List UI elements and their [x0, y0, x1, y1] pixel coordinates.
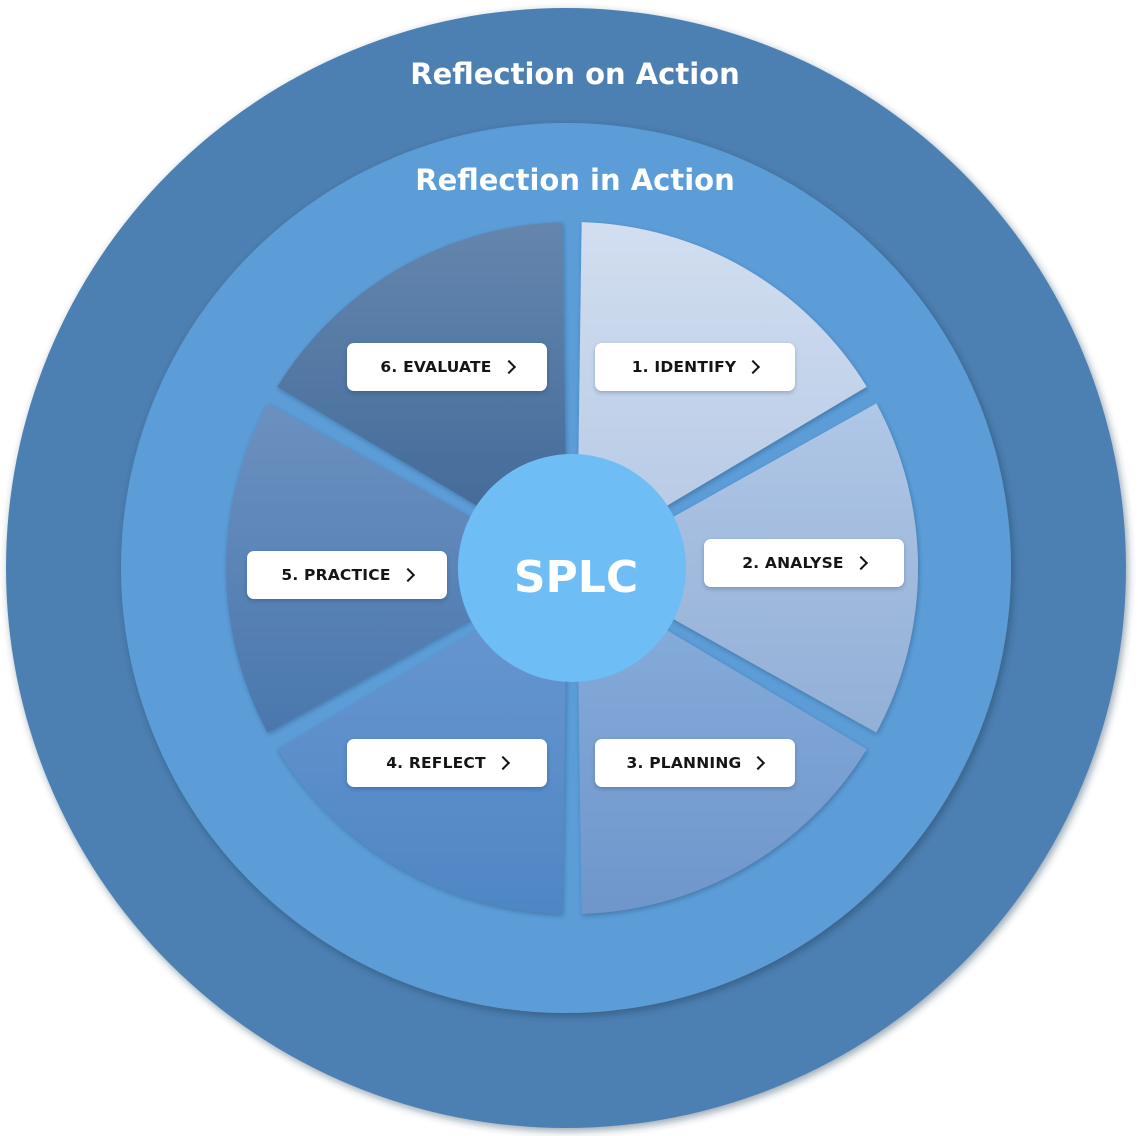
step-button-planning[interactable]: 3. PLANNING: [595, 739, 795, 787]
outer-ring-title: Reflection on Action: [410, 57, 740, 91]
chevron-right-icon: [853, 555, 868, 571]
inner-ring-title: Reflection in Action: [415, 163, 735, 197]
step-button-analyse[interactable]: 2. ANALYSE: [704, 539, 904, 587]
step-button-practice[interactable]: 5. PRACTICE: [247, 551, 447, 599]
center-circle: [458, 454, 686, 682]
step-label-reflect: 4. REFLECT: [386, 754, 486, 772]
chevron-right-icon: [751, 755, 766, 771]
chevron-right-icon: [495, 755, 510, 771]
center-label: SPLC: [514, 552, 638, 603]
step-label-evaluate: 6. EVALUATE: [380, 358, 492, 376]
step-button-reflect[interactable]: 4. REFLECT: [347, 739, 547, 787]
step-button-evaluate[interactable]: 6. EVALUATE: [347, 343, 547, 391]
chevron-right-icon: [746, 359, 761, 375]
step-button-identify[interactable]: 1. IDENTIFY: [595, 343, 795, 391]
step-label-planning: 3. PLANNING: [626, 754, 742, 772]
step-label-analyse: 2. ANALYSE: [742, 554, 844, 572]
chevron-right-icon: [400, 567, 415, 583]
step-label-identify: 1. IDENTIFY: [631, 358, 737, 376]
step-label-practice: 5. PRACTICE: [281, 566, 391, 584]
chevron-right-icon: [501, 359, 516, 375]
